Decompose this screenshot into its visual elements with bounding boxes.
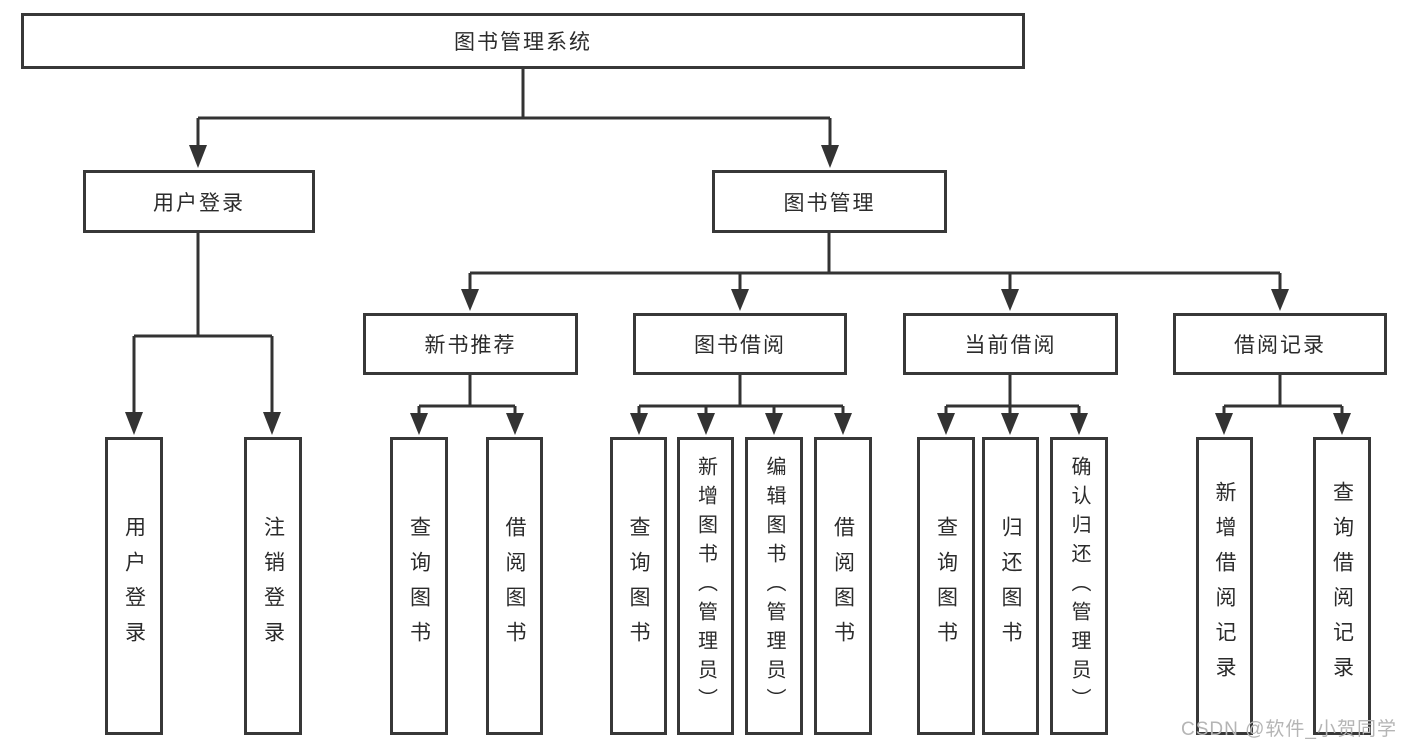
arrowhead-icons <box>125 145 1351 435</box>
leaf-add-book-admin-label: 新增图书（管理员） <box>694 455 717 717</box>
leaf-query-book-current: 查询图书 <box>917 437 975 735</box>
node-book-management-label: 图书管理 <box>783 191 876 215</box>
leaf-add-borrow-record-label: 新增借阅记录 <box>1213 481 1236 691</box>
leaf-borrow-book-recommend-label: 借阅图书 <box>503 516 526 656</box>
leaf-edit-book-admin-label: 编辑图书（管理员） <box>763 455 785 717</box>
leaf-add-borrow-record: 新增借阅记录 <box>1196 437 1253 735</box>
leaf-borrow-book-label: 借阅图书 <box>831 516 855 656</box>
node-current-borrow: 当前借阅 <box>903 313 1118 375</box>
leaf-query-borrow-record-label: 查询借阅记录 <box>1330 481 1354 691</box>
leaf-confirm-return-admin-label: 确认归还（管理员） <box>1068 455 1090 717</box>
node-root: 图书管理系统 <box>21 13 1025 69</box>
node-book-borrow: 图书借阅 <box>633 313 847 375</box>
leaf-return-book-label: 归还图书 <box>999 516 1022 656</box>
node-current-borrow-label: 当前借阅 <box>964 334 1057 357</box>
node-book-borrow-label: 图书借阅 <box>694 334 786 357</box>
leaf-query-book-current-label: 查询图书 <box>934 516 958 656</box>
node-new-book-recommend-label: 新书推荐 <box>424 334 517 357</box>
leaf-logout-label: 注销登录 <box>261 516 285 656</box>
node-user-login: 用户登录 <box>83 170 315 233</box>
watermark: CSDN @软件_小贺同学 <box>1181 719 1397 740</box>
leaf-borrow-book: 借阅图书 <box>814 437 872 735</box>
node-new-book-recommend: 新书推荐 <box>363 313 578 375</box>
leaf-query-borrow-record: 查询借阅记录 <box>1313 437 1371 735</box>
leaf-return-book: 归还图书 <box>982 437 1039 735</box>
leaf-user-login: 用户登录 <box>105 437 163 735</box>
node-root-label: 图书管理系统 <box>454 31 592 54</box>
node-borrow-records: 借阅记录 <box>1173 313 1387 375</box>
leaf-edit-book-admin: 编辑图书（管理员） <box>745 437 803 735</box>
leaf-query-book-recommend-label: 查询图书 <box>407 516 431 656</box>
leaf-query-book-borrow: 查询图书 <box>610 437 667 735</box>
node-book-management: 图书管理 <box>712 170 947 233</box>
leaf-confirm-return-admin: 确认归还（管理员） <box>1050 437 1108 735</box>
node-user-login-label: 用户登录 <box>153 191 245 215</box>
leaf-add-book-admin: 新增图书（管理员） <box>677 437 734 735</box>
leaf-logout: 注销登录 <box>244 437 302 735</box>
leaf-query-book-recommend: 查询图书 <box>390 437 448 735</box>
leaf-query-book-borrow-label: 查询图书 <box>627 516 650 656</box>
node-borrow-records-label: 借阅记录 <box>1234 334 1326 357</box>
leaf-user-login-label: 用户登录 <box>122 516 146 656</box>
leaf-borrow-book-recommend: 借阅图书 <box>486 437 543 735</box>
